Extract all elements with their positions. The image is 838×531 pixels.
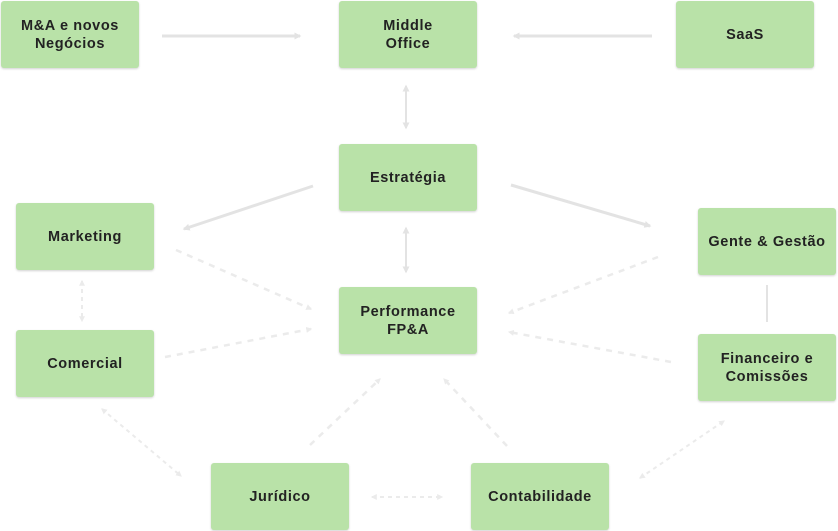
- node-gente-gestao: Gente & Gestão: [698, 208, 836, 275]
- node-label: Middle Office: [383, 17, 433, 52]
- node-label: SaaS: [726, 26, 764, 43]
- node-comercial: Comercial: [16, 330, 154, 397]
- node-label: Performance FP&A: [360, 303, 456, 338]
- arrow-comercial-juridico: [101, 408, 182, 477]
- node-contabilidade: Contabilidade: [471, 463, 609, 530]
- node-marketing: Marketing: [16, 203, 154, 270]
- node-estrategia: Estratégia: [339, 144, 477, 211]
- node-label: Estratégia: [369, 169, 447, 186]
- node-ma-novos-negocios: M&A e novos Negócios: [1, 1, 139, 68]
- node-label: Gente & Gestão: [708, 233, 826, 250]
- arrow-estrategia-to-marketing: [182, 184, 314, 231]
- node-middle-office: Middle Office: [339, 1, 477, 68]
- node-saas: SaaS: [676, 1, 814, 68]
- arrow-juridico-to-performance: [309, 378, 381, 446]
- arrow-contabilidade-financeiro: [639, 420, 725, 479]
- arrow-estrategia-to-gente-gestao: [510, 183, 652, 228]
- arrow-comercial-to-performance: [164, 326, 313, 359]
- arrow-marketing-to-performance: [175, 248, 313, 311]
- node-label: Jurídico: [249, 488, 311, 505]
- node-label: Contabilidade: [488, 488, 592, 505]
- node-label: M&A e novos Negócios: [21, 17, 119, 52]
- arrow-gente-gestao-to-performance: [507, 255, 659, 315]
- node-label: Marketing: [48, 228, 122, 245]
- arrow-financeiro-to-performance: [507, 329, 672, 364]
- node-performance-fpa: Performance FP&A: [339, 287, 477, 354]
- node-label: Financeiro e Comissões: [720, 350, 814, 385]
- node-label: Comercial: [47, 355, 123, 372]
- node-juridico: Jurídico: [211, 463, 349, 530]
- node-financeiro-comissoes: Financeiro e Comissões: [698, 334, 836, 401]
- arrow-contabilidade-to-performance: [443, 378, 508, 447]
